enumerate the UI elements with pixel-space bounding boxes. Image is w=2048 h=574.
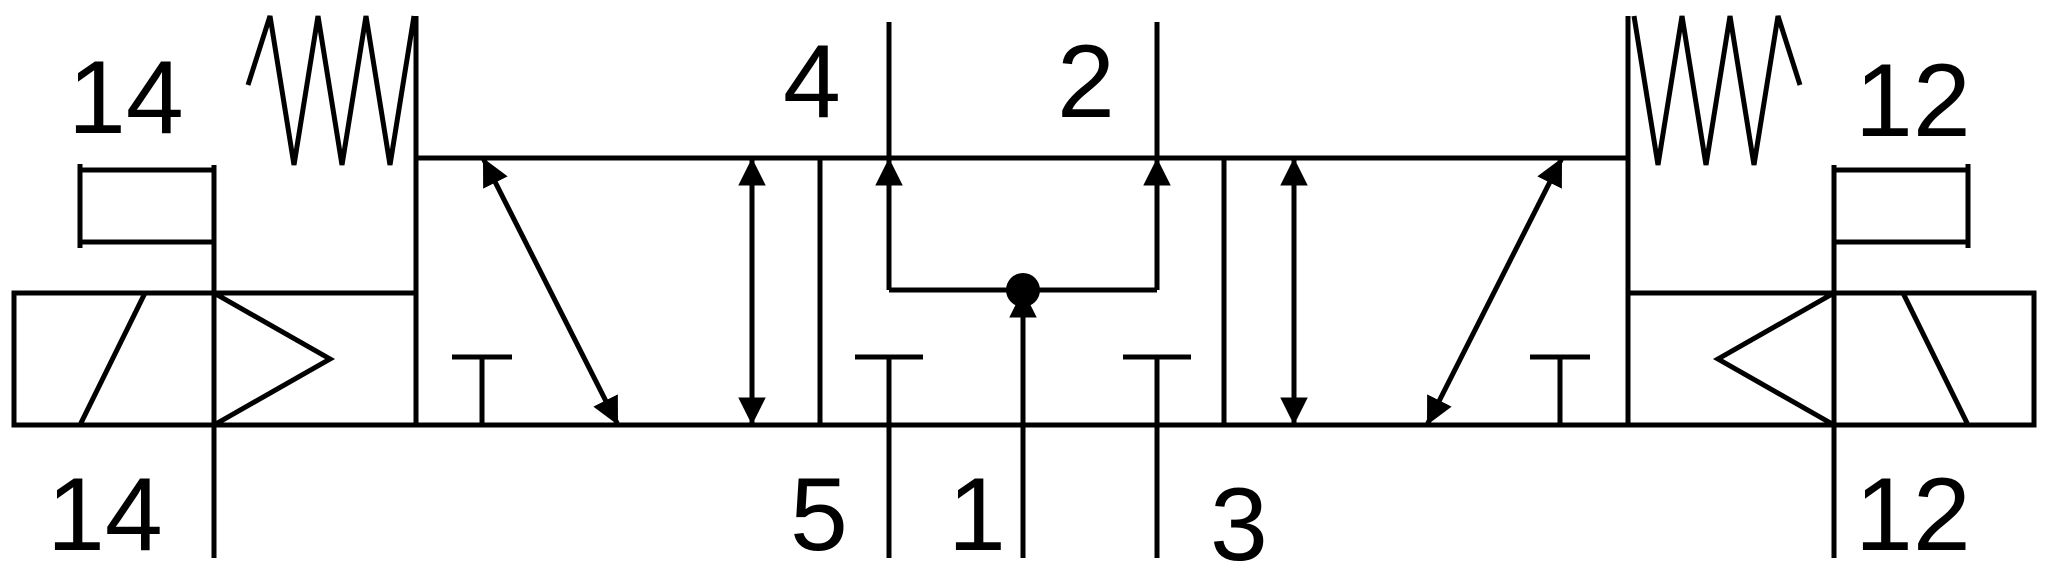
center-envelope (855, 158, 1191, 425)
right-envelope-diagonal-flow (1424, 156, 1565, 427)
label-port-1: 1 (948, 457, 1006, 573)
right-spring (1631, 15, 1803, 166)
label-pilot-left-bottom: 14 (47, 457, 163, 573)
left-pilot-triangle (212, 290, 336, 428)
right-envelope (1280, 156, 1590, 427)
label-port-3: 3 (1210, 467, 1268, 574)
port-lines (886, 22, 1160, 558)
label-port-4: 4 (783, 24, 841, 140)
left-spring (245, 15, 417, 166)
left-envelope-diagonal-flow (480, 156, 621, 427)
label-pilot-left-top: 14 (68, 40, 184, 156)
right-solenoid-winding (1900, 291, 1971, 427)
label-pilot-right-top: 12 (1855, 43, 1971, 159)
label-port-5: 5 (790, 457, 848, 573)
label-pilot-right-bottom: 12 (1855, 457, 1971, 573)
right-solenoid-pilot (1628, 164, 2037, 558)
left-spring-zigzag (245, 15, 417, 166)
left-solenoid-winding (77, 291, 148, 427)
left-envelope (452, 156, 766, 427)
left-solenoid-pilot (11, 164, 416, 558)
labels: 14 14 4 2 5 1 3 12 12 (47, 24, 1971, 574)
label-port-2: 2 (1057, 24, 1115, 140)
right-pilot-triangle (1712, 290, 1836, 428)
right-spring-zigzag (1631, 15, 1803, 166)
